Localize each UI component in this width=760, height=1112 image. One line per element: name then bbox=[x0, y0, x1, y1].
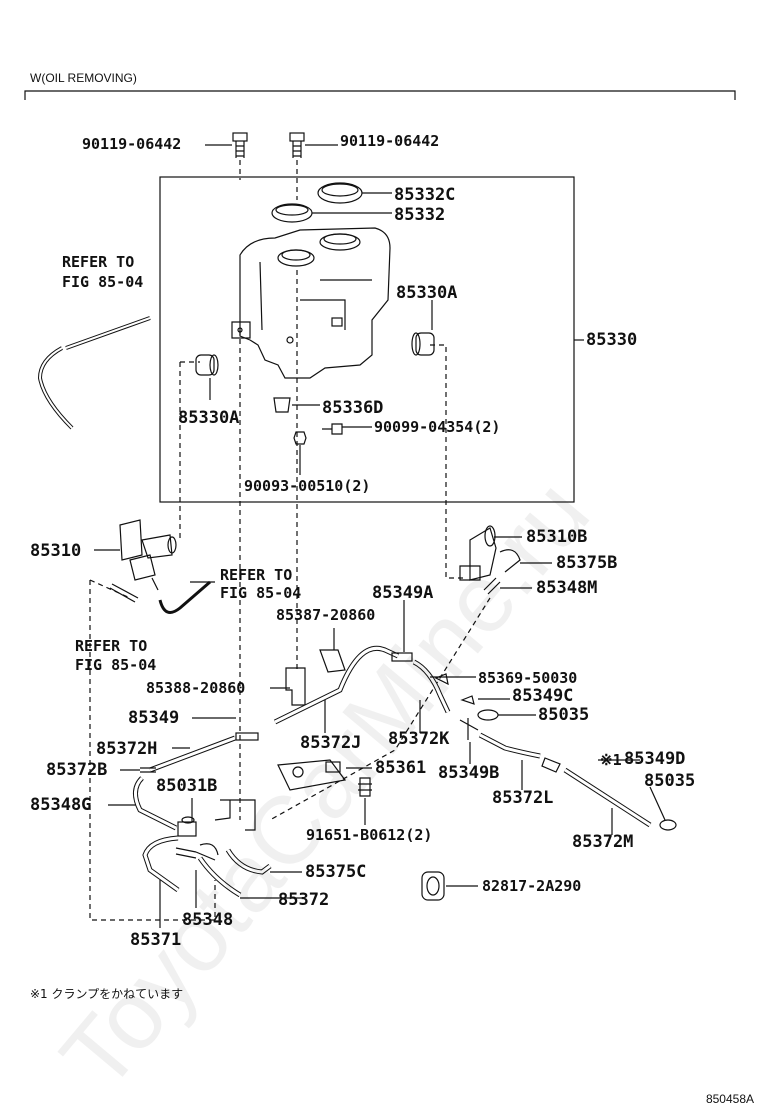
label-85372B: 85372B bbox=[46, 760, 108, 780]
label-85372L: 85372L bbox=[492, 788, 554, 808]
bolt-91651-icon bbox=[358, 777, 372, 797]
bracket-85361-icon bbox=[277, 759, 347, 791]
grommet-82817-icon bbox=[421, 871, 445, 901]
label-85336D: 85336D bbox=[322, 398, 384, 418]
label-pump-left: 85310 bbox=[30, 541, 82, 561]
connector-85348M bbox=[483, 577, 501, 595]
label-nut: 90093-00510(2) bbox=[244, 477, 371, 495]
label-85372: 85372 bbox=[278, 890, 330, 910]
joint-85349B bbox=[459, 718, 479, 740]
footnote: ※1 クランプをかねています bbox=[30, 987, 184, 1001]
label-bolt-left: 90119-06442 bbox=[82, 135, 182, 153]
bracket-85388-icon bbox=[285, 667, 306, 706]
label-85348M: 85348M bbox=[536, 578, 598, 598]
label-85372J: 85372J bbox=[300, 733, 362, 753]
label-grommet-left: 85330A bbox=[178, 408, 240, 428]
label-grommet-right: 85330A bbox=[396, 283, 458, 303]
nut-icon bbox=[293, 431, 307, 445]
label-cap-c: 85332C bbox=[394, 185, 456, 205]
label-85349C: 85349C bbox=[512, 686, 574, 706]
pump-left-icon bbox=[119, 519, 177, 591]
washer-tank-icon bbox=[231, 227, 391, 379]
label-pump-right: 85310B bbox=[526, 527, 588, 547]
label-85349D: 85349D bbox=[624, 749, 686, 769]
connector-left bbox=[109, 583, 139, 603]
label-85388: 85388-20860 bbox=[146, 679, 246, 697]
label-91651: 91651-B0612(2) bbox=[306, 826, 433, 844]
label-85349: 85349 bbox=[128, 708, 180, 728]
pump-right-icon bbox=[459, 525, 521, 581]
bracket-85387-icon bbox=[319, 649, 346, 673]
bracket-85031B bbox=[214, 799, 256, 831]
label-85375C: 85375C bbox=[305, 862, 367, 882]
grommet-right-icon bbox=[411, 332, 435, 356]
label-85348G: 85348G bbox=[30, 795, 92, 815]
label-note-mark: ※1 bbox=[600, 751, 622, 769]
label-bolt-right: 90119-06442 bbox=[340, 132, 440, 150]
label-82817: 82817-2A290 bbox=[482, 877, 582, 895]
label-85035-upper: 85035 bbox=[538, 705, 590, 725]
joint-85349C bbox=[460, 695, 475, 705]
header-title: W(OIL REMOVING) bbox=[30, 71, 137, 85]
clip-85035-upper bbox=[477, 709, 499, 721]
label-tank: 85330 bbox=[586, 330, 638, 350]
label-85371: 85371 bbox=[130, 930, 182, 950]
label-85375B: 85375B bbox=[556, 553, 618, 573]
label-85372H: 85372H bbox=[96, 739, 158, 759]
bolt-right-icon bbox=[289, 132, 305, 158]
label-85348: 85348 bbox=[182, 910, 234, 930]
tank-frame bbox=[159, 176, 575, 503]
refer-hose-mid bbox=[158, 580, 211, 614]
label-refer-mid-2: FIG 85-04 bbox=[220, 584, 302, 602]
label-85349B: 85349B bbox=[438, 763, 500, 783]
joint-85349D bbox=[541, 757, 561, 773]
clip-85369-icon bbox=[434, 673, 449, 686]
valve-85031B-icon bbox=[177, 816, 197, 837]
label-85387: 85387-20860 bbox=[276, 606, 376, 624]
label-85031B: 85031B bbox=[156, 776, 218, 796]
label-85369: 85369-50030 bbox=[478, 669, 578, 687]
connector-85372B bbox=[140, 767, 156, 773]
label-screw: 90099-04354(2) bbox=[374, 418, 501, 436]
label-85349A: 85349A bbox=[372, 583, 434, 603]
header-bracket bbox=[24, 90, 736, 100]
label-cap: 85332 bbox=[394, 205, 446, 225]
label-85361: 85361 bbox=[375, 758, 427, 778]
joint-85349A bbox=[391, 652, 413, 662]
hose-85372J bbox=[273, 646, 400, 725]
part-85336D-icon bbox=[273, 397, 291, 413]
joint-85349 bbox=[235, 732, 259, 741]
label-85372K: 85372K bbox=[388, 729, 450, 749]
label-refer-mid-1: REFER TO bbox=[220, 566, 293, 584]
grommet-left-icon bbox=[195, 354, 219, 376]
label-85372M: 85372M bbox=[572, 832, 634, 852]
label-refer-low-2: FIG 85-04 bbox=[75, 656, 157, 674]
label-refer-low-1: REFER TO bbox=[75, 637, 148, 655]
screw-icon bbox=[322, 423, 343, 435]
label-85035-lower: 85035 bbox=[644, 771, 696, 791]
connector-85348 bbox=[175, 847, 197, 859]
label-refer-top-2: FIG 85-04 bbox=[62, 273, 144, 291]
bolt-left-icon bbox=[232, 132, 248, 158]
label-refer-top-1: REFER TO bbox=[62, 253, 135, 271]
figure-number: 850458A bbox=[705, 1092, 754, 1106]
clip-85035-lower bbox=[659, 819, 677, 831]
